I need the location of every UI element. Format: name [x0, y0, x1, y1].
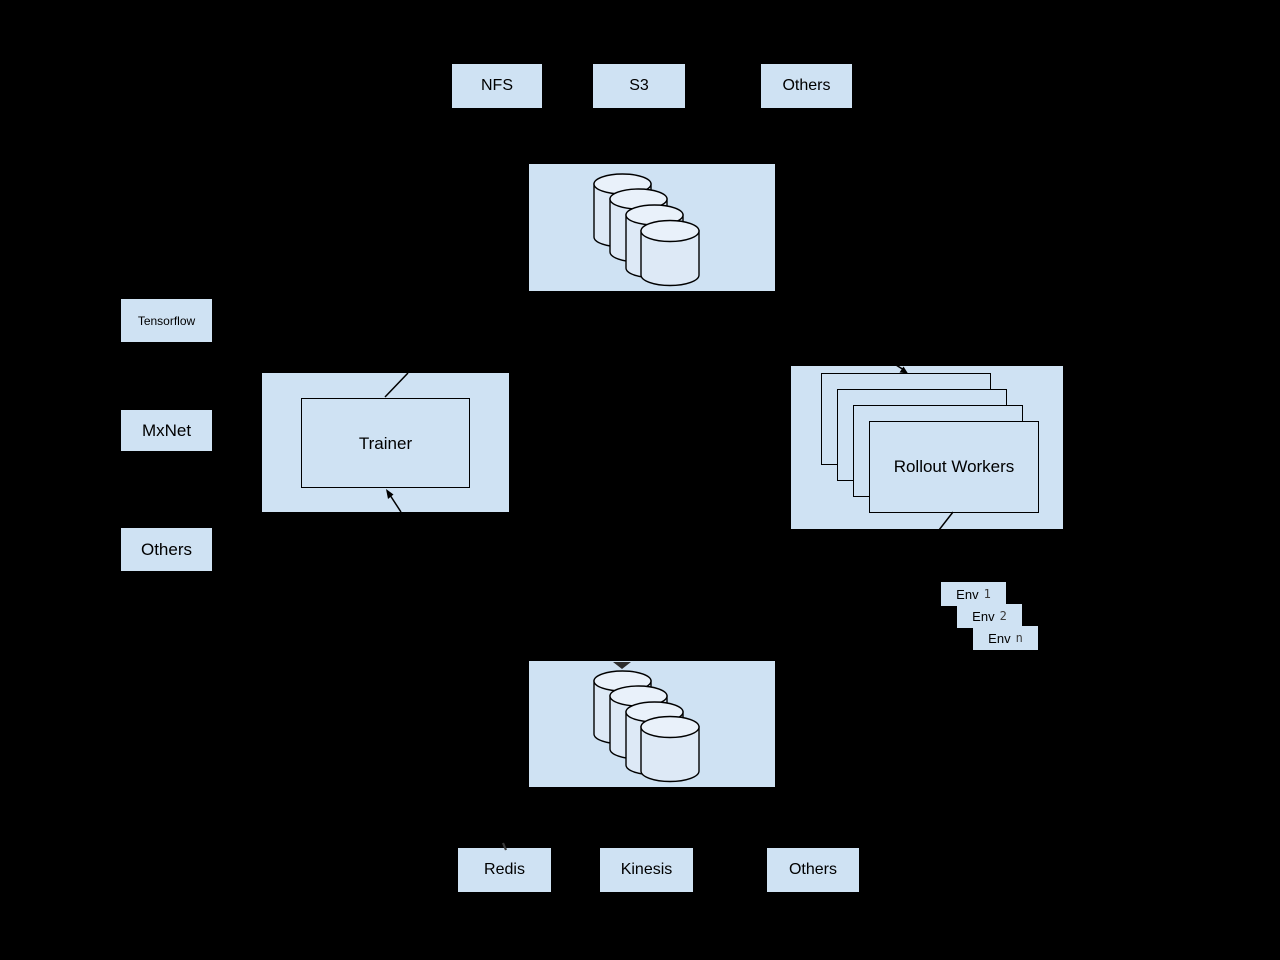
trainer-group: Trainer — [262, 373, 509, 512]
storage-box-nfs-label: NFS — [481, 77, 513, 94]
database-cylinders-icon — [593, 173, 700, 287]
storage-box-nfs: NFS — [452, 64, 542, 108]
storage-box-others-bottom: Others — [767, 848, 859, 892]
storage-box-kinesis-label: Kinesis — [620, 861, 673, 878]
trainer-box-label: Trainer — [358, 433, 413, 453]
framework-box-others: Others — [121, 528, 212, 571]
framework-box-tensorflow-label: Tensorflow — [137, 313, 196, 328]
rollout-workers-box: Rollout Workers — [869, 421, 1039, 513]
storage-box-others-bottom-label: Others — [788, 861, 837, 878]
storage-box-redis-label: Redis — [484, 861, 525, 878]
env-box-2-label: Env — [972, 608, 995, 624]
rollout-workers-box-label: Rollout Workers — [893, 457, 1015, 476]
database-cylinder-icon — [625, 204, 684, 279]
env-box-n: Env n — [973, 626, 1038, 650]
database-cylinder-icon — [640, 219, 700, 287]
env-box-n-label: Env — [988, 630, 1011, 646]
connector-line — [938, 511, 954, 529]
database-cylinder-icon — [593, 173, 652, 248]
framework-box-tensorflow: Tensorflow — [121, 299, 212, 342]
storage-box-kinesis: Kinesis — [600, 848, 693, 892]
framework-box-others-label: Others — [140, 540, 193, 559]
rollout-workers-group: Rollout Workers — [791, 366, 1063, 529]
env-box-1: Env 1 — [941, 582, 1006, 606]
connector-line — [384, 373, 409, 398]
arrowhead-icon — [386, 489, 394, 499]
framework-box-mxnet-label: MxNet — [141, 421, 192, 440]
storage-box-s3: S3 — [593, 64, 685, 108]
env-box-2-index: 2 — [999, 609, 1007, 623]
datastore-box-top — [529, 164, 775, 291]
database-cylinder-icon — [609, 188, 668, 263]
connector-line — [387, 491, 402, 512]
env-box-n-index: n — [1015, 631, 1023, 645]
datastore-box-bottom — [529, 661, 775, 787]
database-cylinders-icon — [593, 670, 700, 783]
database-cylinder-icon — [625, 701, 684, 776]
storage-box-redis: Redis — [458, 848, 551, 892]
connector-line — [896, 366, 905, 371]
storage-box-others-top: Others — [761, 64, 852, 108]
storage-box-s3-label: S3 — [629, 77, 649, 94]
env-box-1-index: 1 — [983, 587, 991, 601]
trainer-box: Trainer — [301, 398, 470, 488]
database-cylinder-icon — [640, 715, 700, 783]
env-box-2: Env 2 — [957, 604, 1022, 628]
storage-box-others-top-label: Others — [782, 77, 831, 94]
database-cylinder-icon — [609, 685, 668, 760]
database-cylinder-icon — [593, 670, 652, 745]
framework-box-mxnet: MxNet — [121, 410, 212, 451]
env-box-1-label: Env — [956, 586, 979, 602]
